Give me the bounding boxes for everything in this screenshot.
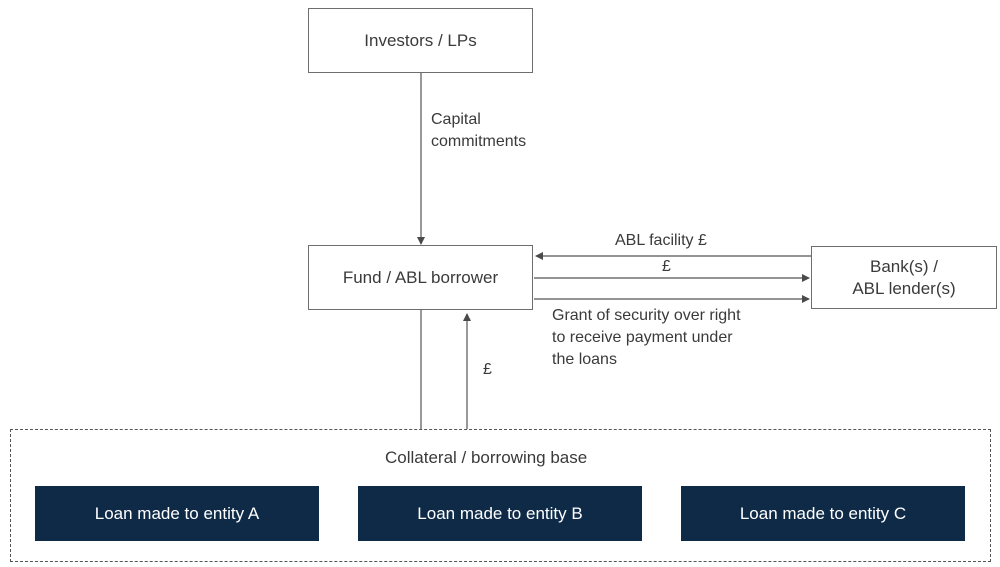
loan-entity-a-label: Loan made to entity A: [94, 503, 260, 523]
loan-entity-a: Loan made to entity A: [35, 486, 319, 541]
capital-label-line1: Capital: [431, 111, 481, 128]
investors-node: Investors / LPs: [308, 8, 533, 73]
loan-entity-b: Loan made to entity B: [358, 486, 642, 541]
security-grant-label: Grant of security over right to receive …: [552, 305, 741, 371]
fund-node: Fund / ABL borrower: [308, 245, 533, 310]
pound-to-bank-label: £: [662, 258, 671, 275]
investors-label: Investors / LPs: [364, 30, 477, 50]
collateral-container: [10, 429, 991, 562]
security-label-line3: the loans: [552, 351, 617, 368]
loan-entity-c-label: Loan made to entity C: [739, 503, 907, 523]
bank-node: Bank(s) / ABL lender(s): [811, 246, 997, 309]
security-label-line1: Grant of security over right: [552, 307, 741, 324]
loan-entity-b-label: Loan made to entity B: [417, 503, 583, 523]
bank-label-line1: Bank(s) /: [869, 256, 939, 276]
security-label-line2: to receive payment under: [552, 329, 733, 346]
collateral-title: Collateral / borrowing base: [385, 448, 588, 467]
abl-facility-label: ABL facility £: [615, 232, 707, 249]
capital-label-line2: commitments: [431, 133, 527, 150]
pound-from-collateral-label: £: [483, 361, 492, 378]
loan-entity-c: Loan made to entity C: [681, 486, 965, 541]
fund-label: Fund / ABL borrower: [342, 267, 499, 287]
capital-commitments-label: Capital commitments: [431, 109, 526, 153]
bank-label-line2: ABL lender(s): [852, 278, 956, 298]
